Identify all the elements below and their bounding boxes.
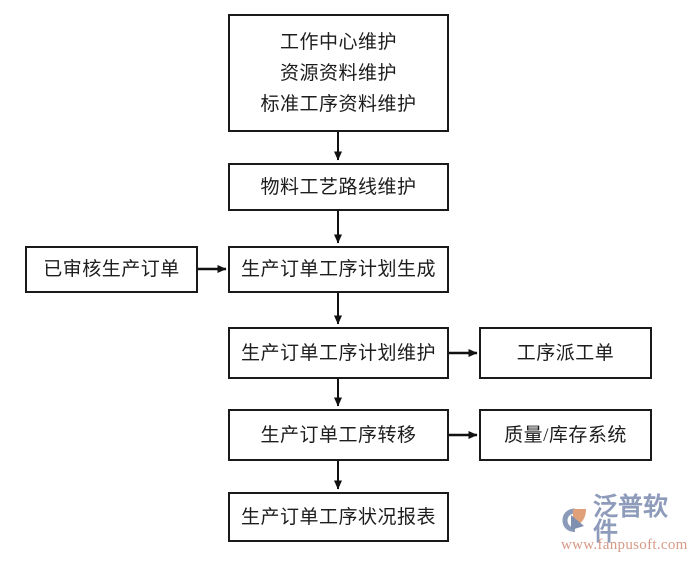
fanpu-logo-icon <box>562 508 586 532</box>
watermark-logo: 泛普软件 www.fanpusoft.com <box>560 495 688 555</box>
node-qc-inventory-label: 质量/库存系统 <box>504 424 627 446</box>
node-dispatch-order[interactable]: 工序派工单 <box>479 327 652 379</box>
node-master-data-line-2: 资源资料维护 <box>279 62 397 84</box>
node-transfer-label: 生产订单工序转移 <box>260 424 417 446</box>
node-plan-maintain[interactable]: 生产订单工序计划维护 <box>228 327 449 379</box>
node-qc-inventory[interactable]: 质量/库存系统 <box>479 409 652 461</box>
node-routing[interactable]: 物料工艺路线维护 <box>228 163 449 211</box>
node-transfer[interactable]: 生产订单工序转移 <box>228 409 449 461</box>
node-status-report-label: 生产订单工序状况报表 <box>240 506 436 528</box>
node-plan-generate-label: 生产订单工序计划生成 <box>240 259 436 280</box>
node-status-report[interactable]: 生产订单工序状况报表 <box>228 492 449 542</box>
node-routing-label: 物料工艺路线维护 <box>260 176 417 198</box>
node-approved-order-label: 已审核生产订单 <box>43 259 180 280</box>
node-plan-generate[interactable]: 生产订单工序计划生成 <box>228 246 449 293</box>
node-master-data-line-1: 工作中心维护 <box>279 31 397 53</box>
watermark-top-row: 泛普软件 <box>560 495 688 545</box>
node-plan-maintain-label: 生产订单工序计划维护 <box>240 342 436 364</box>
node-approved-order[interactable]: 已审核生产订单 <box>25 246 198 293</box>
node-master-data[interactable]: 工作中心维护 资源资料维护 标准工序资料维护 <box>228 14 449 132</box>
watermark-url-text: www.fanpusoft.com <box>561 536 688 553</box>
node-dispatch-order-label: 工序派工单 <box>516 342 615 364</box>
watermark-brand-text: 泛普软件 <box>593 493 669 546</box>
node-master-data-line-3: 标准工序资料维护 <box>260 93 417 115</box>
